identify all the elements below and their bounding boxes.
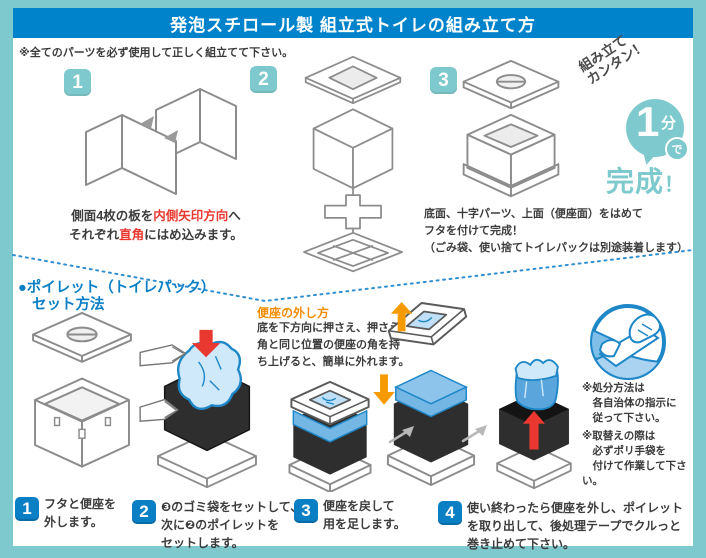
seat-hole (328, 65, 378, 91)
poilet-step-3-text: 便座を戻して 用を足します。 (323, 499, 406, 531)
orange-down-arrow-icon (373, 374, 395, 405)
red-down-arrow-icon (191, 329, 221, 358)
remove-bag-illustration (496, 358, 572, 490)
gray-next-arrow-icon (461, 425, 487, 443)
disposal-note: ※処分方法は 各自治体の指示に 従って下さい。 (582, 382, 677, 424)
complete-label: 完成！ (606, 160, 685, 200)
hand-left (598, 339, 622, 358)
seat-tilted (387, 302, 468, 346)
step-1-panels-illustration (85, 88, 237, 195)
assembly-step-2-number: 2 (258, 68, 269, 90)
frame-left (0, 0, 13, 558)
step-3-caption: 底面、十字パーツ、上面（便座面）をはめて フタを付けて完成！ （ごみ袋、使い捨て… (424, 208, 688, 255)
orange-up-arrow-icon (390, 301, 413, 332)
seat-removal-body: 底を下方向に押さえ、押さえた 角と同じ位置の便座の角を持 ち上げると、簡単に外れ… (257, 322, 411, 369)
poilet-step-2-text: ❸のゴミ袋をセットして、 次に❷のポイレットを セットします。 (161, 500, 303, 550)
poilet-step-1-number: 1 (22, 499, 32, 518)
red-up-arrow-icon (522, 410, 546, 450)
step-1-caption-text: それぞれ (69, 227, 120, 242)
step-2-exploded-illustration (303, 55, 403, 273)
glove-note: ※取替えの際は 必ずポリ手袋を 付けて作業して下さい。 (582, 430, 687, 487)
poilet-step-3-number: 3 (301, 501, 311, 520)
bag-band (395, 385, 467, 418)
cross-part (324, 194, 382, 230)
step-1-caption: 側面4枚の板を内側矢印方向へ それぞれ直角にはめ込みます。 (42, 207, 270, 245)
lid-and-box-illustration (32, 311, 132, 468)
one-minute-number: 1 (636, 98, 660, 145)
poilet-step-1-badge: 1 (15, 497, 39, 521)
step-1-caption-red: 直角 (119, 227, 145, 242)
step-1-caption-text: 側面4枚の板を (71, 209, 154, 223)
poilet-step-4-badge: 4 (438, 501, 462, 525)
complete-text: 完成 (606, 166, 665, 197)
poilet-step-2-number: 2 (139, 502, 149, 521)
step-1-caption-text: にはめ込みます。 (144, 227, 243, 242)
seat-removal-heading: 便座の外し方 (257, 306, 330, 320)
seat-lift-illustration (373, 301, 476, 486)
poilet-step-4-number: 4 (445, 503, 455, 522)
poilet-step-4-text: 使い終わったら便座を外し、ポイレット を取り出して、後処理テープでクルっと 巻き… (467, 501, 684, 551)
step-1-caption-text: へ (228, 209, 241, 223)
usage-note: ※全てのパーツを必ず使用して正しく組立てて下さい。 (19, 47, 294, 59)
poilet-heading-line2: セット方法 (32, 297, 105, 314)
complete-mark: ！ (664, 174, 686, 196)
frame-right (693, 0, 706, 558)
gray-next-arrow-icon (388, 426, 414, 444)
particle-de: で (665, 137, 689, 161)
set-bag-illustration (139, 329, 257, 489)
assembly-step-3-number: 3 (438, 69, 449, 91)
poilet-step-2-badge: 2 (132, 500, 156, 524)
assembled-toilet-illustration (288, 380, 372, 492)
bag-rim (514, 358, 559, 382)
taping-circle-illustration (590, 304, 666, 380)
particle-de-text: で (671, 144, 683, 156)
frame-bottom (0, 546, 706, 558)
poilet-step-3-badge: 3 (294, 499, 318, 523)
assembly-step-2-badge: 2 (250, 66, 277, 93)
title-bar: 発泡スチロール製 組立式トイレの組み立て方 (13, 8, 693, 38)
poilet-section-heading: ●ポイレット（トイレパック） セット方法 (18, 280, 215, 315)
assembly-step-1-badge: 1 (64, 69, 91, 96)
page-title: 発泡スチロール製 組立式トイレの組み立て方 (170, 15, 536, 35)
step-3-finished-illustration (462, 59, 560, 198)
assembly-step-1-number: 1 (72, 71, 83, 93)
minute-unit: 分 (661, 115, 677, 132)
poilet-heading-line1: ●ポイレット（トイレパック） (18, 280, 216, 296)
frame-top (0, 0, 706, 8)
bag-band (292, 409, 368, 443)
step-1-caption-red: 内側矢印方向 (153, 209, 229, 223)
poilet-step-1-text: フタと便座を 外します。 (44, 497, 117, 529)
inward-arrow-icon (164, 130, 178, 143)
toilet-bag (176, 340, 242, 411)
inward-arrow-icon (140, 116, 154, 129)
assembly-step-3-badge: 3 (430, 67, 457, 94)
dotted-divider (12, 249, 694, 303)
